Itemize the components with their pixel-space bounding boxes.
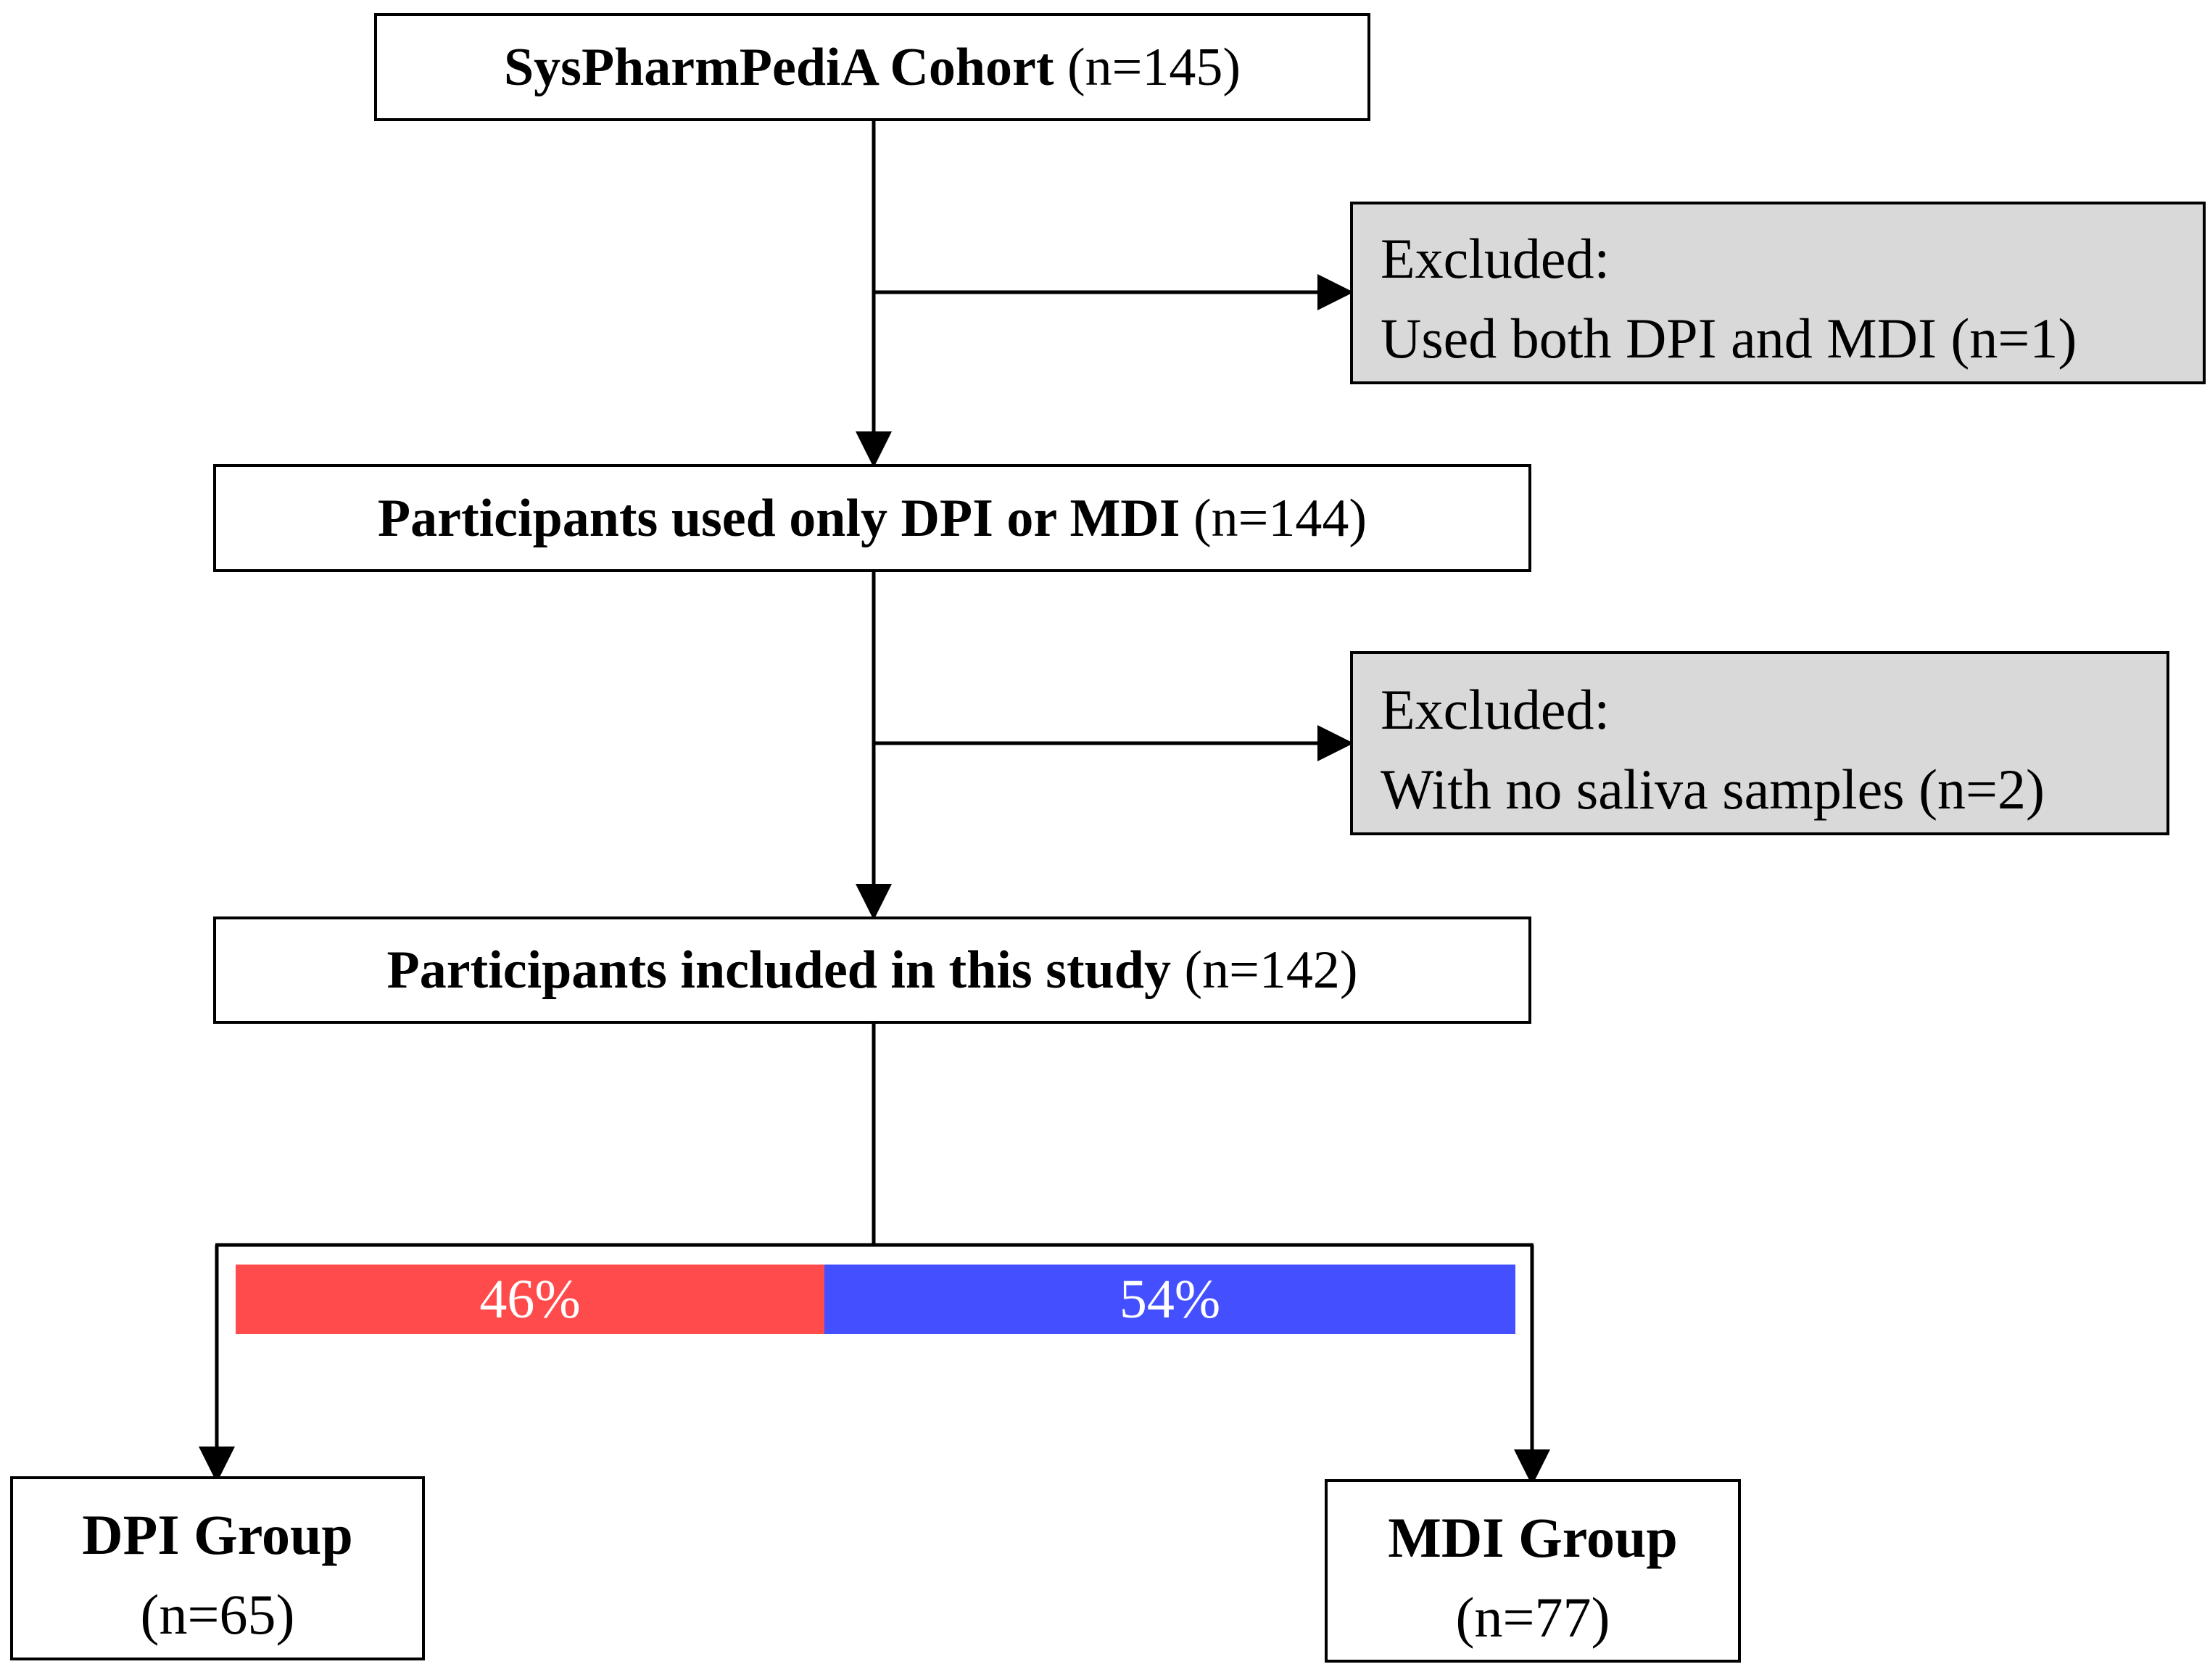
- excluded-box-2: Excluded: With no saliva samples (n=2): [1350, 651, 2169, 835]
- dpi-group-count: (n=65): [140, 1583, 295, 1646]
- used-only-title: Participants used only DPI or MDI: [377, 488, 1180, 548]
- cohort-box: SysPharmPediA Cohort (n=145): [374, 13, 1370, 121]
- included-title: Participants included in this study: [386, 940, 1171, 1000]
- bar-label-dpi: 46%: [479, 1269, 581, 1330]
- excluded-2-detail: With no saliva samples (n=2): [1381, 758, 2045, 821]
- used-only-count: (n=144): [1193, 488, 1367, 548]
- included-count: (n=142): [1184, 940, 1358, 1000]
- included-box: Participants included in this study (n=1…: [213, 916, 1531, 1024]
- excluded-1-detail: Used both DPI and MDI (n=1): [1381, 307, 2077, 370]
- group-split-bar: 46% 54%: [236, 1265, 1515, 1334]
- mdi-group-title: MDI Group: [1388, 1506, 1678, 1569]
- excluded-box-1: Excluded: Used both DPI and MDI (n=1): [1350, 202, 2206, 384]
- bar-segment-mdi: 54%: [824, 1265, 1515, 1334]
- excluded-2-heading: Excluded:: [1381, 678, 1610, 741]
- cohort-title: SysPharmPediA Cohort: [503, 37, 1054, 97]
- mdi-group-box: MDI Group (n=77): [1325, 1479, 1741, 1663]
- bar-label-mdi: 54%: [1119, 1269, 1221, 1330]
- excluded-1-heading: Excluded:: [1381, 227, 1610, 290]
- cohort-count: (n=145): [1067, 37, 1241, 97]
- dpi-group-box: DPI Group (n=65): [10, 1476, 425, 1660]
- dpi-group-title: DPI Group: [82, 1503, 353, 1566]
- bar-segment-dpi: 46%: [236, 1265, 824, 1334]
- used-only-box: Participants used only DPI or MDI (n=144…: [213, 464, 1531, 572]
- mdi-group-count: (n=77): [1455, 1586, 1610, 1649]
